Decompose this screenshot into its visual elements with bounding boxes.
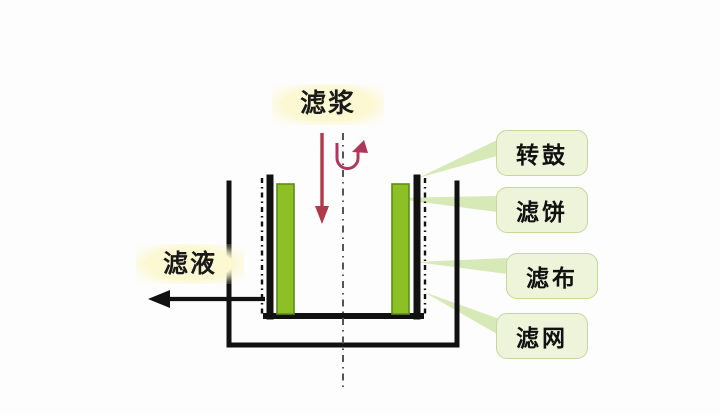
pointer-line-drum (418, 140, 497, 178)
filter-cakes (276, 183, 410, 315)
label-filtrate: 滤液 (136, 244, 244, 284)
pointer-line-screen (424, 292, 497, 334)
filter-screens (260, 178, 427, 314)
callout-filter-screen: 滤网 (496, 313, 588, 359)
callout-filter-cake: 滤饼 (496, 187, 588, 233)
pointer-lines (390, 140, 507, 334)
filtrate-arrow (148, 290, 265, 308)
slurry-feed-arrow (315, 133, 329, 224)
callout-filter-cloth: 滤布 (506, 253, 598, 299)
rotating-drum (263, 174, 424, 320)
pointer-line-cloth (416, 258, 507, 274)
label-slurry: 滤浆 (272, 84, 384, 125)
filter-cake-right (391, 183, 410, 315)
filter-cake-left (276, 183, 295, 315)
callout-rotating-drum: 转鼓 (496, 130, 588, 176)
rotation-arrow (335, 140, 368, 170)
